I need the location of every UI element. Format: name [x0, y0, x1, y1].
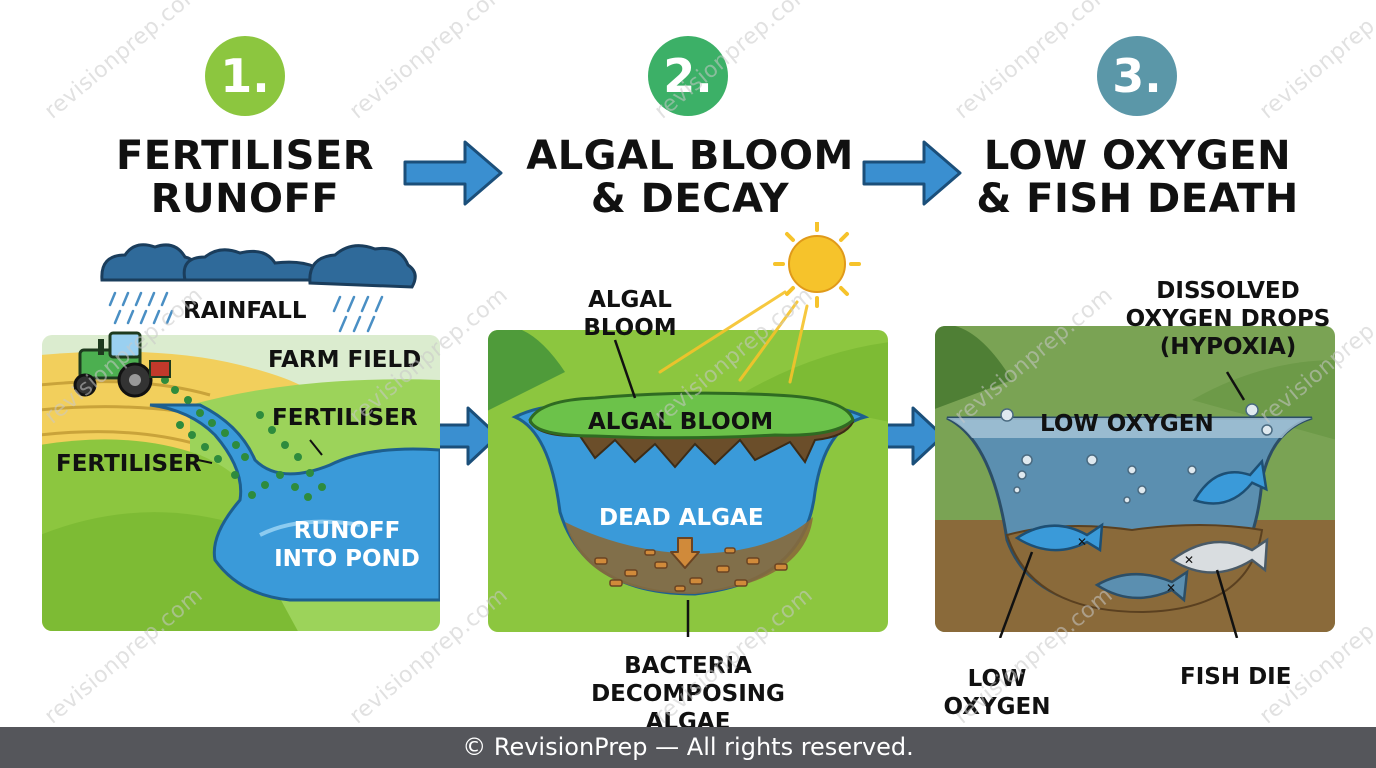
watermark: revisionprep.com: [345, 0, 513, 125]
fish-icon: ✕: [1094, 569, 1189, 603]
algal-bloom-callout-line1: ALGAL: [588, 287, 672, 313]
runoff-line2: INTO POND: [274, 546, 420, 572]
fish-icon: [1192, 458, 1268, 505]
rain-cloud-icon: [100, 243, 417, 289]
dissolved-oxygen-label: DISSOLVED OXYGEN DROPS (HYPOXIA): [1108, 277, 1348, 361]
watermark: revisionprep.com: [1255, 0, 1376, 125]
step-3-title: LOW OXYGEN & FISH DEATH: [975, 135, 1300, 221]
step-2-title: ALGAL BLOOM & DECAY: [520, 135, 860, 221]
farm-field-label: FARM FIELD: [268, 347, 422, 373]
hypoxia-illustration: ✕ ✕ ✕: [935, 326, 1335, 638]
algal-bloom-callout: ALGAL BLOOM: [560, 286, 700, 342]
step-1-title: FERTILISER RUNOFF: [95, 135, 395, 221]
low-oxygen-line2: OXYGEN: [943, 694, 1051, 720]
bubble-icon: [1000, 403, 1273, 504]
dissolved-line3: (HYPOXIA): [1159, 334, 1297, 360]
arrow-down-icon: [670, 537, 700, 569]
low-oxygen-inner-label: LOW OXYGEN: [1040, 411, 1214, 437]
rainfall-label: RAINFALL: [183, 298, 307, 324]
fish-icon: ✕: [1014, 522, 1104, 553]
fertiliser-label-right: FERTILISER: [272, 405, 418, 431]
arrow-right-icon: [862, 140, 962, 206]
copyright-footer: © RevisionPrep — All rights reserved.: [0, 727, 1376, 768]
runoff-into-pond-label: RUNOFF INTO POND: [262, 517, 432, 573]
svg-text:✕: ✕: [1184, 553, 1194, 567]
fertiliser-label-left: FERTILISER: [56, 451, 202, 477]
step-3-title-line2: & FISH DEATH: [976, 176, 1299, 222]
arrow-right-icon: [403, 140, 503, 206]
step-3-title-line1: LOW OXYGEN: [983, 133, 1292, 179]
step-2-title-line1: ALGAL BLOOM: [526, 133, 854, 179]
step-3-badge: 3.: [1097, 36, 1177, 116]
bacteria-line1: BACTERIA: [624, 653, 752, 679]
dissolved-line2: OXYGEN DROPS: [1125, 306, 1331, 332]
watermark: revisionprep.com: [950, 0, 1118, 125]
algal-bloom-callout-line2: BLOOM: [583, 315, 677, 341]
step-1-title-line1: FERTILISER: [115, 133, 375, 179]
tractor-icon: [73, 331, 171, 398]
farm-runoff-illustration: [42, 243, 440, 631]
algal-bloom-illustration: [488, 222, 888, 637]
algal-bloom-inner-label: ALGAL BLOOM: [588, 409, 774, 435]
dead-algae-label: DEAD ALGAE: [599, 505, 764, 531]
svg-text:✕: ✕: [1077, 535, 1087, 549]
step-2-badge: 2.: [648, 36, 728, 116]
sun-icon: [658, 222, 861, 384]
dissolved-line1: DISSOLVED: [1156, 278, 1300, 304]
bacteria-line2: DECOMPOSING: [591, 681, 785, 707]
step-2-title-line2: & DECAY: [590, 176, 790, 222]
low-oxygen-line1: LOW: [967, 666, 1027, 692]
fish-die-label: FISH DIE: [1180, 664, 1292, 690]
watermark: revisionprep.com: [40, 0, 208, 125]
svg-text:✕: ✕: [1166, 581, 1176, 595]
low-oxygen-label: LOW OXYGEN: [937, 665, 1057, 721]
fish-icon: ✕: [1169, 537, 1269, 574]
step-1-badge: 1.: [205, 36, 285, 116]
step-1-title-line2: RUNOFF: [150, 176, 340, 222]
runoff-line1: RUNOFF: [293, 518, 401, 544]
